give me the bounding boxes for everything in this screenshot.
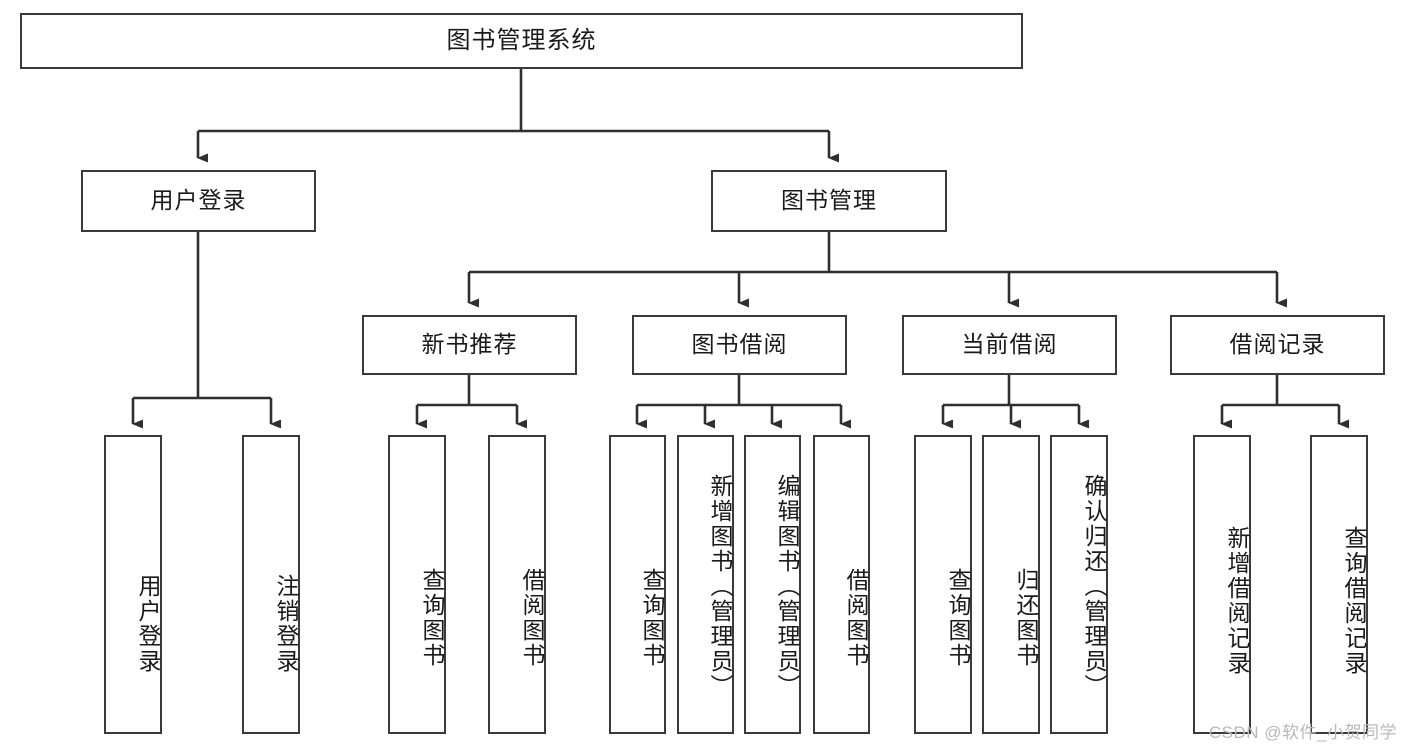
node-leaf-borrow-book-borrow-label: 借阅图书 <box>843 567 869 668</box>
node-leaf-return-book[interactable]: 归还图书 <box>982 435 1040 734</box>
node-new-book-recommend[interactable]: 新书推荐 <box>362 315 577 375</box>
node-book-borrow[interactable]: 图书借阅 <box>632 315 847 375</box>
node-leaf-query-book-current-label: 查询图书 <box>945 567 971 668</box>
node-leaf-borrow-book-borrow[interactable]: 借阅图书 <box>813 435 870 734</box>
node-leaf-return-book-label: 归还图书 <box>1013 567 1039 668</box>
node-leaf-logout-login-label: 注销登录 <box>273 573 299 674</box>
node-book-management[interactable]: 图书管理 <box>711 170 947 232</box>
node-leaf-add-borrow-record-label: 新增借阅记录 <box>1224 525 1250 676</box>
node-leaf-query-book-borrow-label: 查询图书 <box>639 567 665 668</box>
node-leaf-user-login[interactable]: 用户登录 <box>104 435 162 734</box>
node-leaf-query-borrow-record[interactable]: 查询借阅记录 <box>1310 435 1368 734</box>
node-leaf-edit-book-label: 编辑图书（管理员） <box>774 474 800 699</box>
node-leaf-borrow-book-recommend-label: 借阅图书 <box>519 567 545 668</box>
node-leaf-query-book-recommend-label: 查询图书 <box>419 567 445 668</box>
node-leaf-confirm-return[interactable]: 确认归还（管理员） <box>1050 435 1108 734</box>
node-leaf-add-book[interactable]: 新增图书（管理员） <box>677 435 734 734</box>
node-root-book-management-system[interactable]: 图书管理系统 <box>20 13 1023 69</box>
node-leaf-borrow-book-recommend[interactable]: 借阅图书 <box>488 435 546 734</box>
node-leaf-query-book-current[interactable]: 查询图书 <box>914 435 972 734</box>
node-leaf-query-book-borrow[interactable]: 查询图书 <box>609 435 666 734</box>
node-leaf-add-borrow-record[interactable]: 新增借阅记录 <box>1193 435 1251 734</box>
node-leaf-edit-book[interactable]: 编辑图书（管理员） <box>744 435 801 734</box>
node-leaf-confirm-return-label: 确认归还（管理员） <box>1081 474 1107 699</box>
node-leaf-query-book-recommend[interactable]: 查询图书 <box>388 435 446 734</box>
node-leaf-user-login-label: 用户登录 <box>135 573 161 674</box>
node-leaf-add-book-label: 新增图书（管理员） <box>707 474 733 699</box>
node-user-login[interactable]: 用户登录 <box>81 170 316 232</box>
node-leaf-logout-login[interactable]: 注销登录 <box>242 435 300 734</box>
node-leaf-query-borrow-record-label: 查询借阅记录 <box>1341 525 1367 676</box>
node-current-borrow[interactable]: 当前借阅 <box>902 315 1117 375</box>
node-borrow-record[interactable]: 借阅记录 <box>1170 315 1385 375</box>
